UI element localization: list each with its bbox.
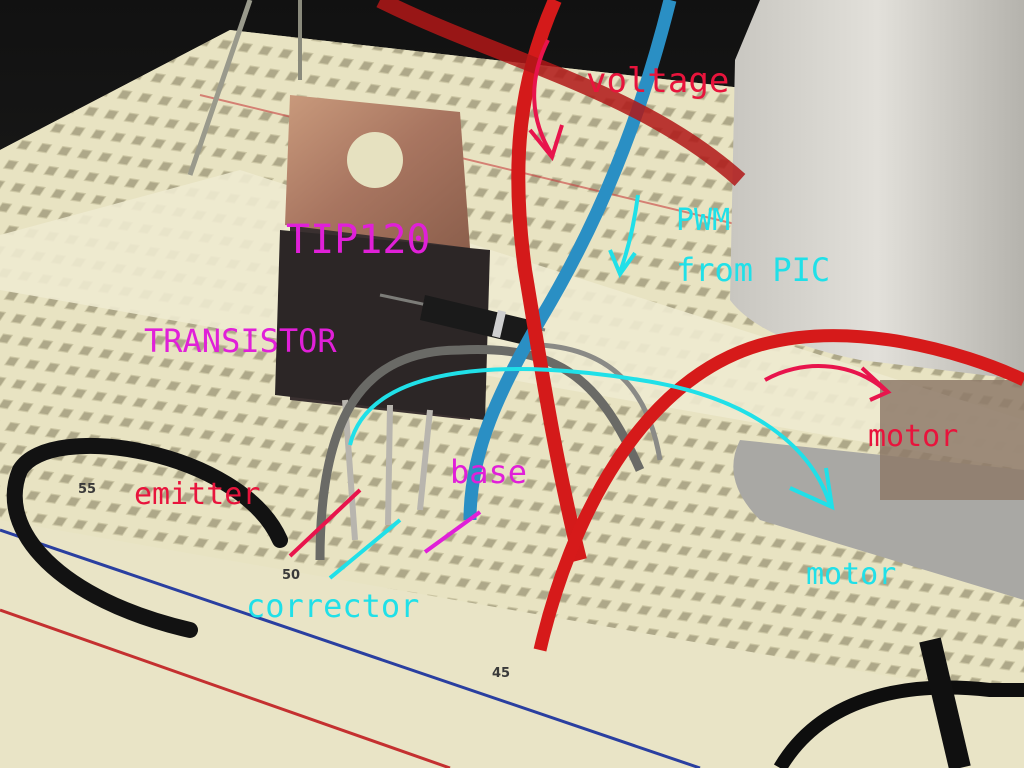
label-corrector: corrector: [246, 587, 420, 625]
voltage-wire: [511, 0, 587, 562]
label-base: base: [450, 453, 528, 491]
pin-label: 55: [78, 482, 97, 497]
base-tick: [423, 510, 482, 554]
pin-label: 45: [492, 666, 511, 681]
label-part-type: TRANSISTOR: [144, 322, 337, 360]
pin-label: 50: [282, 568, 301, 583]
transistor-body: [275, 230, 490, 420]
label-pwm: PWM: [676, 203, 731, 238]
corrector-arrow: [348, 367, 832, 506]
voltage-arrow: [532, 39, 554, 157]
motor-wire: [533, 329, 1024, 652]
motor-housing: [730, 0, 1024, 380]
label-part-name: TIP120: [286, 217, 431, 263]
black-jumper-wire: [6, 437, 288, 638]
label-voltage: voltage: [586, 61, 730, 101]
pwm-wire: [463, 0, 677, 521]
label-motor-top: motor: [868, 419, 959, 454]
label-emitter: emitter: [134, 477, 261, 512]
corrector-tick: [328, 518, 402, 580]
emitter-tick: [288, 488, 362, 558]
pwm-arrow: [618, 194, 640, 273]
motor-arrow-top: [764, 364, 887, 392]
label-from-pic: from PIC: [676, 251, 831, 289]
heatsink-hole: [347, 132, 403, 188]
diode: [420, 295, 530, 345]
label-motor-bottom: motor: [806, 557, 897, 592]
